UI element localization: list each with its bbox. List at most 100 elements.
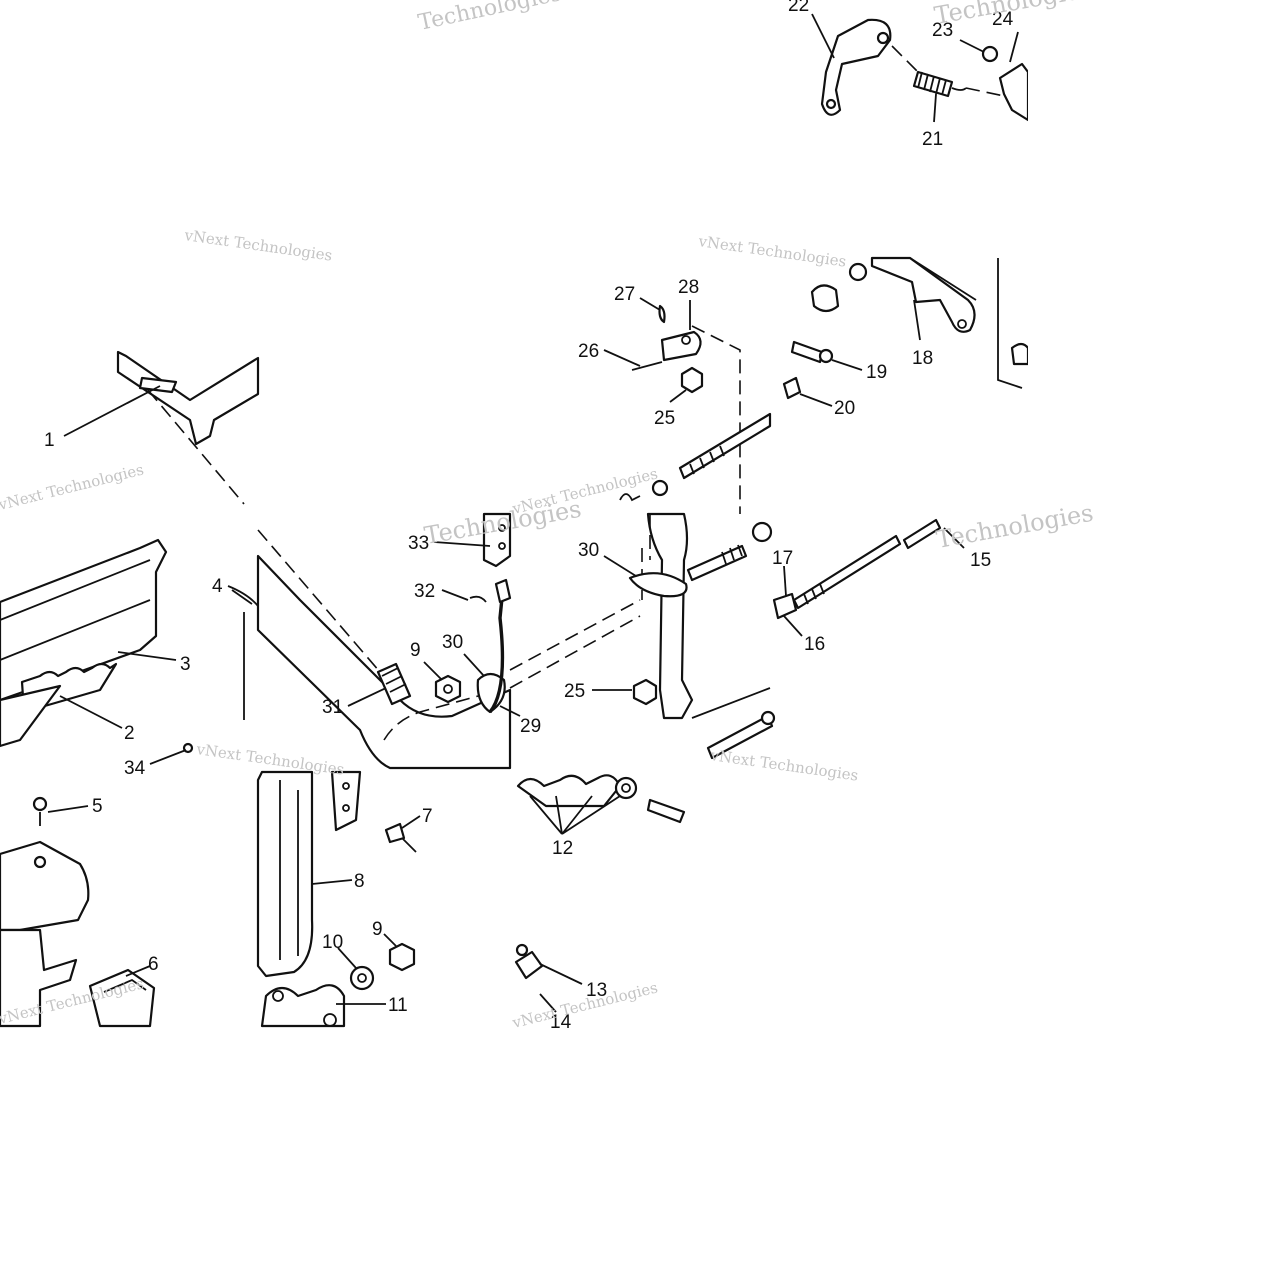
cap-hole xyxy=(33,855,47,869)
callout-13: 13 xyxy=(586,980,607,1001)
rod-threads xyxy=(689,445,725,475)
watermark: vNext Technologies xyxy=(510,978,660,1032)
leader-23 xyxy=(959,39,985,53)
callout-19: 19 xyxy=(866,362,887,383)
bracket-18-hole xyxy=(957,319,967,329)
callout-32: 32 xyxy=(414,581,435,602)
bracket-hole xyxy=(342,804,350,812)
callout-21: 21 xyxy=(922,129,943,150)
blank-region xyxy=(1028,0,1285,770)
callout-25-lower: 25 xyxy=(564,681,585,702)
clip-30b xyxy=(628,572,688,598)
frame-rail xyxy=(116,350,260,446)
nut-9b xyxy=(388,942,416,972)
leader-30a xyxy=(463,653,485,677)
leader-9b xyxy=(383,933,397,947)
callout-9-upper: 9 xyxy=(410,640,421,661)
leader-13 xyxy=(539,963,583,985)
nut-9a xyxy=(434,674,462,704)
washer xyxy=(760,710,776,726)
part-3-edge xyxy=(0,559,151,661)
cable-dash xyxy=(509,599,641,689)
nut-25b xyxy=(632,678,658,706)
blank-region xyxy=(0,0,258,230)
blank-region xyxy=(0,1028,770,1285)
spring-31-coils xyxy=(381,667,407,693)
spring-hook xyxy=(951,87,967,91)
part-1-plate xyxy=(138,376,178,394)
bolt-5-head xyxy=(32,796,48,812)
leader-27 xyxy=(639,297,661,311)
blank-region xyxy=(770,770,1285,1285)
leader-31 xyxy=(347,687,387,707)
bracket-22-hole xyxy=(876,31,890,45)
cable-ferrule xyxy=(706,714,774,760)
watermark: vNext Technologies xyxy=(510,464,660,518)
bracket-33 xyxy=(482,512,512,568)
leader-20 xyxy=(799,393,833,407)
leader-15 xyxy=(943,527,965,549)
bolt-19 xyxy=(790,340,824,364)
leader-25a xyxy=(669,389,687,403)
callout-22: 22 xyxy=(788,0,809,16)
clevis-16 xyxy=(772,592,798,620)
dash-line xyxy=(257,529,381,673)
blank-region xyxy=(258,160,510,256)
leader-29 xyxy=(499,705,521,717)
pin-7 xyxy=(384,822,406,844)
callout-10: 10 xyxy=(322,932,343,953)
watermark: vNext Technologies xyxy=(0,460,146,514)
bracket-18 xyxy=(870,256,976,333)
leader-7 xyxy=(401,815,421,829)
washer-12-hole xyxy=(621,783,631,793)
bolt-19-head xyxy=(818,348,834,364)
leader-33 xyxy=(433,541,491,547)
bracket-33-hole xyxy=(498,542,506,550)
leader-16 xyxy=(783,615,803,637)
callout-16: 16 xyxy=(804,634,825,655)
arm-plate xyxy=(646,512,694,720)
leader-2 xyxy=(59,695,123,729)
leader-8 xyxy=(311,879,353,885)
threaded-rod xyxy=(678,412,772,480)
dash-line xyxy=(147,389,245,505)
callout-30-left: 30 xyxy=(442,632,463,653)
leader-9a xyxy=(423,661,443,681)
bushing xyxy=(810,284,840,313)
part-3-channel xyxy=(0,538,168,702)
spacer-20 xyxy=(782,376,802,400)
bushing-12 xyxy=(516,774,622,808)
washer-10-hole xyxy=(357,973,367,983)
threaded-end xyxy=(646,798,686,824)
clip xyxy=(619,493,641,502)
leader-19 xyxy=(831,359,863,371)
frame-edge xyxy=(997,258,1023,389)
callout-24: 24 xyxy=(992,9,1014,30)
bracket-18-line xyxy=(909,257,977,301)
bracket-hole xyxy=(342,782,350,790)
nut xyxy=(651,479,669,497)
leader-32 xyxy=(441,589,469,601)
callout-6: 6 xyxy=(148,954,159,975)
rod-15 xyxy=(902,518,942,550)
callout-2: 2 xyxy=(124,723,135,744)
bushing-11-hole xyxy=(323,1013,337,1027)
nut-25a xyxy=(680,366,704,394)
part-3-base xyxy=(0,684,62,748)
washer xyxy=(751,521,773,543)
nut-9a-hole xyxy=(443,684,453,694)
dash-line xyxy=(383,689,501,741)
rod-16-17 xyxy=(792,534,902,610)
bushing-11 xyxy=(260,984,346,1028)
pin-26 xyxy=(631,361,663,371)
callout-5: 5 xyxy=(92,796,103,817)
cable-29 xyxy=(488,597,505,714)
washer-10 xyxy=(349,965,375,991)
callout-23: 23 xyxy=(932,20,953,41)
bracket-28 xyxy=(660,330,702,362)
post-bracket xyxy=(0,928,78,1028)
callout-7: 7 xyxy=(422,806,433,827)
callout-9-lower: 9 xyxy=(372,919,383,940)
